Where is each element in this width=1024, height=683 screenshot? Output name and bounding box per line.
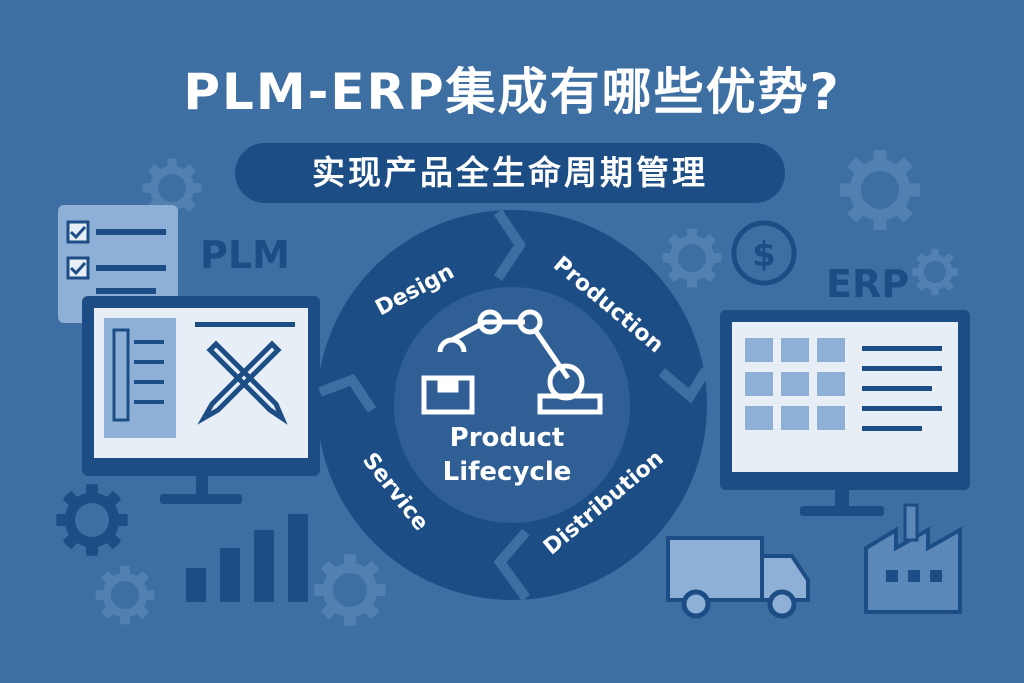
center-label-line2: Lifecycle — [443, 457, 572, 487]
page-title: PLM-ERP集成有哪些优势? — [183, 63, 841, 121]
robot-arm-icon — [421, 309, 603, 415]
erp-monitor-icon — [720, 310, 970, 516]
dollar-symbol: $ — [752, 235, 776, 275]
plm-monitor-icon — [82, 296, 320, 504]
subtitle-pill — [235, 143, 785, 203]
lifecycle-ring — [317, 209, 711, 601]
bar-chart-icon — [186, 514, 308, 602]
truck-icon — [666, 536, 810, 619]
dollar-icon — [731, 220, 797, 286]
erp-label: ERP — [826, 262, 910, 306]
factory-icon — [864, 503, 962, 614]
checklist-icon — [58, 205, 178, 323]
center-label-line1: Product — [450, 423, 565, 453]
plm-label: PLM — [200, 233, 290, 277]
page-subtitle: 实现产品全生命周期管理 — [312, 153, 708, 192]
